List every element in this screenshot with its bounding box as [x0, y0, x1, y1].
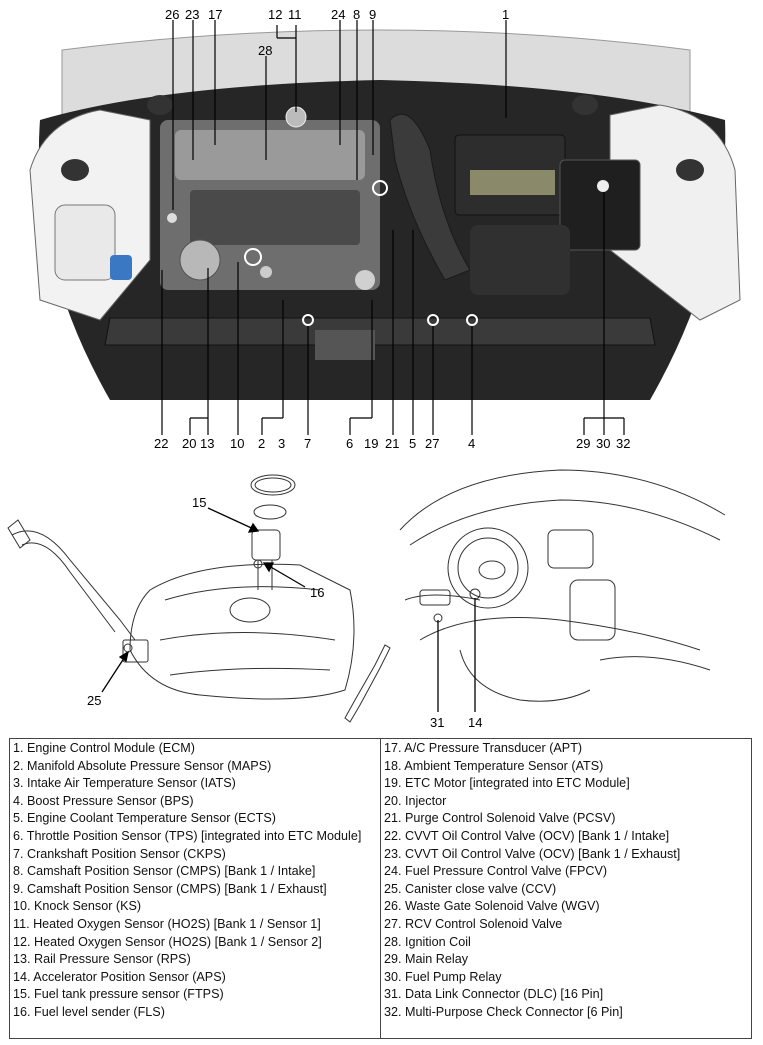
- callout-4: 4: [468, 436, 475, 451]
- legend-item: 22. CVVT Oil Control Valve (OCV) [Bank 1…: [384, 828, 670, 843]
- callout-11: 11: [288, 7, 302, 22]
- callout-30: 30: [596, 436, 610, 451]
- callout-2: 2: [258, 436, 265, 451]
- callout-22: 22: [154, 436, 168, 451]
- callout-25: 25: [87, 693, 101, 708]
- callout-26: 26: [165, 7, 179, 22]
- callout-8: 8: [353, 7, 360, 22]
- legend-item: 26. Waste Gate Solenoid Valve (WGV): [384, 899, 600, 914]
- legend-item: 15. Fuel tank pressure sensor (FTPS): [13, 987, 224, 1002]
- legend-item: 18. Ambient Temperature Sensor (ATS): [384, 758, 604, 773]
- callout-28: 28: [258, 43, 272, 58]
- legend-item: 21. Purge Control Solenoid Valve (PCSV): [384, 811, 616, 826]
- legend-column-left: 1. Engine Control Module (ECM) 2. Manifo…: [10, 739, 380, 1038]
- legend-item: 16. Fuel level sender (FLS): [13, 1004, 165, 1019]
- component-legend-table: 1. Engine Control Module (ECM) 2. Manifo…: [9, 738, 752, 1039]
- callout-1: 1: [502, 7, 509, 22]
- callout-9: 9: [369, 7, 376, 22]
- callout-27: 27: [425, 436, 439, 451]
- callout-29: 29: [576, 436, 590, 451]
- legend-item: 2. Manifold Absolute Pressure Sensor (MA…: [13, 758, 272, 773]
- legend-item: 20. Injector: [384, 793, 447, 808]
- legend-item: 13. Rail Pressure Sensor (RPS): [13, 952, 191, 967]
- legend-item: 29. Main Relay: [384, 952, 468, 967]
- legend-item: 19. ETC Motor [integrated into ETC Modul…: [384, 776, 630, 791]
- legend-item: 25. Canister close valve (CCV): [384, 881, 557, 896]
- legend-item: 12. Heated Oxygen Sensor (HO2S) [Bank 1 …: [13, 934, 322, 949]
- callout-3: 3: [278, 436, 285, 451]
- callout-10: 10: [230, 436, 244, 451]
- legend-column-right: 17. A/C Pressure Transducer (APT) 18. Am…: [380, 739, 751, 1038]
- engine-compartment-photo: 26 23 17 12 11 24 8 9 1 28 22 20 13 10 2…: [29, 7, 741, 451]
- callout-7: 7: [304, 436, 311, 451]
- legend-item: 11. Heated Oxygen Sensor (HO2S) [Bank 1 …: [13, 916, 321, 931]
- callout-23: 23: [185, 7, 199, 22]
- callout-17: 17: [208, 7, 222, 22]
- legend-item: 4. Boost Pressure Sensor (BPS): [13, 793, 194, 808]
- legend-item: 5. Engine Coolant Temperature Sensor (EC…: [13, 811, 276, 826]
- callout-16: 16: [310, 585, 324, 600]
- callout-31: 31: [430, 715, 444, 730]
- callout-24: 24: [331, 7, 345, 22]
- callout-15: 15: [192, 495, 206, 510]
- legend-item: 8. Camshaft Position Sensor (CMPS) [Bank…: [13, 864, 316, 879]
- fuel-tank-and-cabin-drawings: 15 16 25 31 14: [7, 469, 726, 730]
- callout-13: 13: [200, 436, 214, 451]
- legend-item: 3. Intake Air Temperature Sensor (IATS): [13, 776, 236, 791]
- legend-item: 24. Fuel Pressure Control Valve (FPCV): [384, 864, 608, 879]
- callout-19: 19: [364, 436, 378, 451]
- legend-item: 27. RCV Control Solenoid Valve: [384, 916, 563, 931]
- legend-item: 32. Multi-Purpose Check Connector [6 Pin…: [384, 1004, 623, 1019]
- legend-item: 23. CVVT Oil Control Valve (OCV) [Bank 1…: [384, 846, 681, 861]
- legend-item: 10. Knock Sensor (KS): [13, 899, 142, 914]
- legend-item: 6. Throttle Position Sensor (TPS) [integ…: [13, 828, 362, 843]
- legend-item: 14. Accelerator Position Sensor (APS): [13, 969, 226, 984]
- callout-12: 12: [268, 7, 282, 22]
- legend-item: 7. Crankshaft Position Sensor (CKPS): [13, 846, 226, 861]
- callout-20: 20: [182, 436, 196, 451]
- legend-item: 9. Camshaft Position Sensor (CMPS) [Bank…: [13, 881, 327, 896]
- legend-item: 28. Ignition Coil: [384, 934, 471, 949]
- legend-item: 1. Engine Control Module (ECM): [13, 741, 195, 755]
- legend-item: 30. Fuel Pump Relay: [384, 969, 502, 984]
- callout-21: 21: [385, 436, 399, 451]
- callout-14: 14: [468, 715, 482, 730]
- legend-item: 17. A/C Pressure Transducer (APT): [384, 741, 583, 755]
- callout-6: 6: [346, 436, 353, 451]
- callout-5: 5: [409, 436, 416, 451]
- callout-32: 32: [616, 436, 630, 451]
- legend-item: 31. Data Link Connector (DLC) [16 Pin]: [384, 987, 604, 1002]
